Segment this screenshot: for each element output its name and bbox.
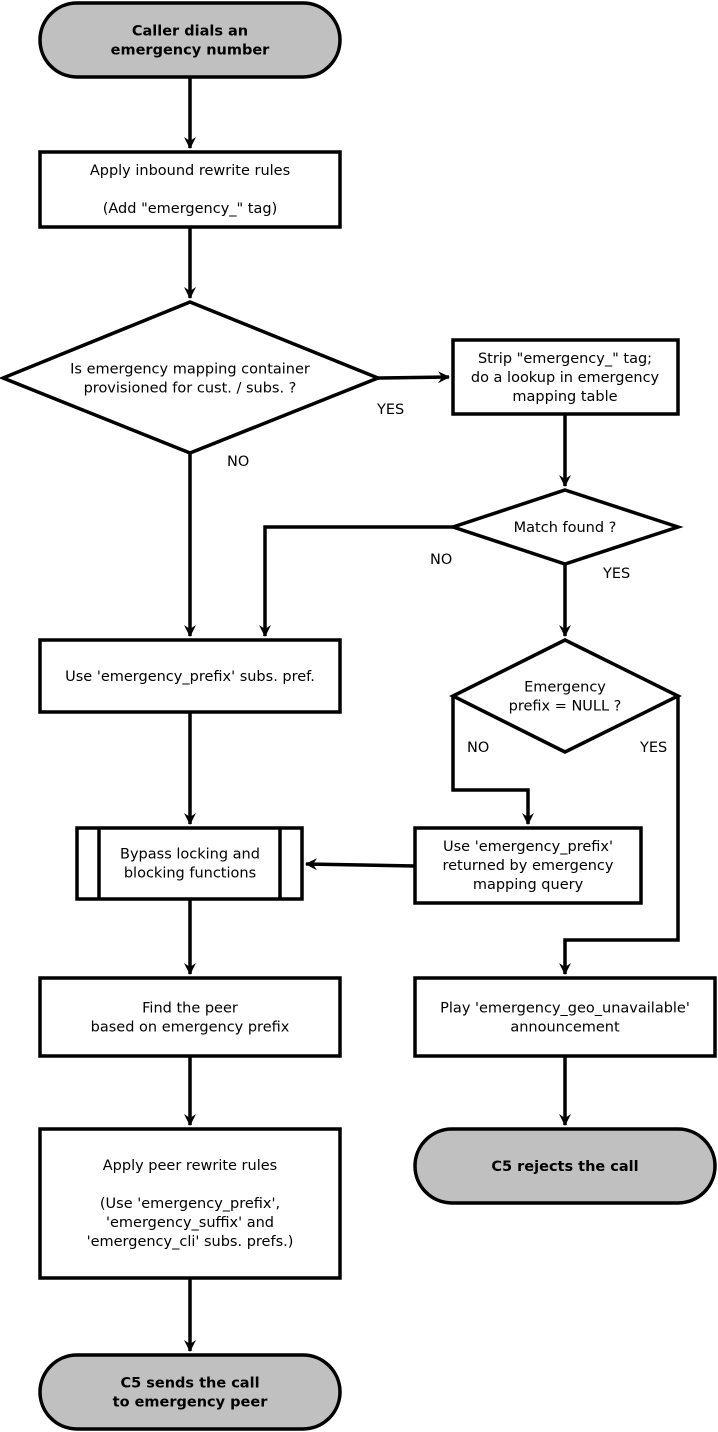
edge-match-no (259, 525, 453, 637)
text-line: prefix = NULL ? (509, 699, 622, 715)
node-play-announcement: Play 'emergency_geo_unavailable' announce… (413, 976, 717, 1058)
text-line: announcement (510, 1020, 620, 1036)
text-line: 'emergency_suffix' and (106, 1215, 274, 1231)
text-line: provisioned for cust. / subs. ? (84, 381, 297, 397)
text-line: Caller dials an (132, 24, 248, 40)
node-peer-rewrite-rules-text: Apply peer rewrite rules (Use 'emergency_… (87, 1158, 294, 1250)
edge-mapped-to-bypass (305, 858, 416, 871)
node-use-subs-pref-text: Use 'emergency_prefix' subs. pref. (65, 669, 315, 685)
text-line: (Add "emergency_" tag) (103, 201, 278, 217)
node-strip-tag-text: Strip "emergency_" tag; do a lookup in em… (471, 351, 660, 405)
label-match-yes: YES (602, 566, 630, 582)
node-inbound-rules-text: Apply inbound rewrite rules (Add "emergen… (90, 163, 290, 217)
node-peer-rewrite-rules: Apply peer rewrite rules (Use 'emergency_… (38, 1127, 342, 1280)
node-find-peer-text: Find the peer based on emergency prefix (91, 1001, 290, 1036)
node-bypass-functions: Bypass locking and blocking functions (75, 826, 304, 901)
text-line: mapping query (473, 877, 584, 893)
text-line: returned by emergency (442, 858, 613, 874)
node-strip-tag: Strip "emergency_" tag; do a lookup in em… (451, 338, 680, 416)
edge-mapping-yes (377, 371, 450, 384)
edge-null-no (451, 696, 534, 825)
text-line: Match found ? (514, 520, 617, 536)
text-line: C5 rejects the call (491, 1159, 638, 1175)
text-line: Apply peer rewrite rules (103, 1158, 277, 1174)
label-match-no: NO (430, 552, 452, 568)
node-use-mapped-prefix: Use 'emergency_prefix' returned by emerge… (413, 826, 643, 905)
node-play-announcement-text: Play 'emergency_geo_unavailable' announce… (440, 1001, 690, 1036)
node-send-call-text: C5 sends the call to emergency peer (113, 1376, 269, 1411)
text-line: Use 'emergency_prefix' (443, 839, 613, 855)
text-line: 'emergency_cli' subs. prefs.) (87, 1234, 294, 1250)
text-line: Is emergency mapping container (70, 362, 310, 378)
edges (184, 77, 680, 1352)
text-line: mapping table (512, 389, 617, 405)
text-line: emergency number (111, 43, 271, 59)
node-use-mapped-prefix-text: Use 'emergency_prefix' returned by emerge… (442, 839, 613, 893)
edge-null-yes (559, 696, 680, 975)
decision-mapping-container-text: Is emergency mapping container provisione… (70, 362, 310, 397)
label-mapping-no: NO (227, 454, 249, 470)
text-line: Emergency (524, 680, 606, 696)
text-line: to emergency peer (113, 1395, 269, 1411)
decision-prefix-null-text: Emergency prefix = NULL ? (509, 680, 622, 715)
decision-match-found-text: Match found ? (514, 520, 617, 536)
text-line: C5 sends the call (120, 1376, 259, 1392)
node-find-peer: Find the peer based on emergency prefix (38, 976, 342, 1058)
node-send-call: C5 sends the call to emergency peer (38, 1353, 342, 1431)
text-line: Bypass locking and (120, 847, 260, 863)
node-inbound-rules: Apply inbound rewrite rules (Add "emergen… (38, 150, 342, 229)
text-line: based on emergency prefix (91, 1020, 290, 1036)
text-line: Use 'emergency_prefix' subs. pref. (65, 669, 315, 685)
node-reject-call-text: C5 rejects the call (491, 1159, 638, 1175)
text-line: Apply inbound rewrite rules (90, 163, 290, 179)
node-start-text: Caller dials an emergency number (111, 24, 271, 59)
text-line: do a lookup in emergency (471, 370, 660, 386)
decision-prefix-null: Emergency prefix = NULL ? (449, 638, 682, 754)
node-use-subs-pref: Use 'emergency_prefix' subs. pref. (38, 638, 342, 714)
label-null-no: NO (467, 740, 489, 756)
node-start: Caller dials an emergency number (38, 1, 342, 79)
decision-match-found: Match found ? (447, 488, 684, 566)
decision-mapping-container: Is emergency mapping container provisione… (0, 300, 383, 455)
text-line: (Use 'emergency_prefix', (100, 1196, 280, 1212)
text-line: Strip "emergency_" tag; (478, 351, 652, 367)
text-line: Play 'emergency_geo_unavailable' (440, 1001, 690, 1017)
label-null-yes: YES (639, 740, 667, 756)
node-reject-call: C5 rejects the call (413, 1127, 717, 1205)
label-mapping-yes: YES (376, 402, 404, 418)
text-line: Find the peer (142, 1001, 238, 1017)
node-bypass-functions-text: Bypass locking and blocking functions (120, 847, 260, 882)
text-line: blocking functions (124, 866, 256, 882)
